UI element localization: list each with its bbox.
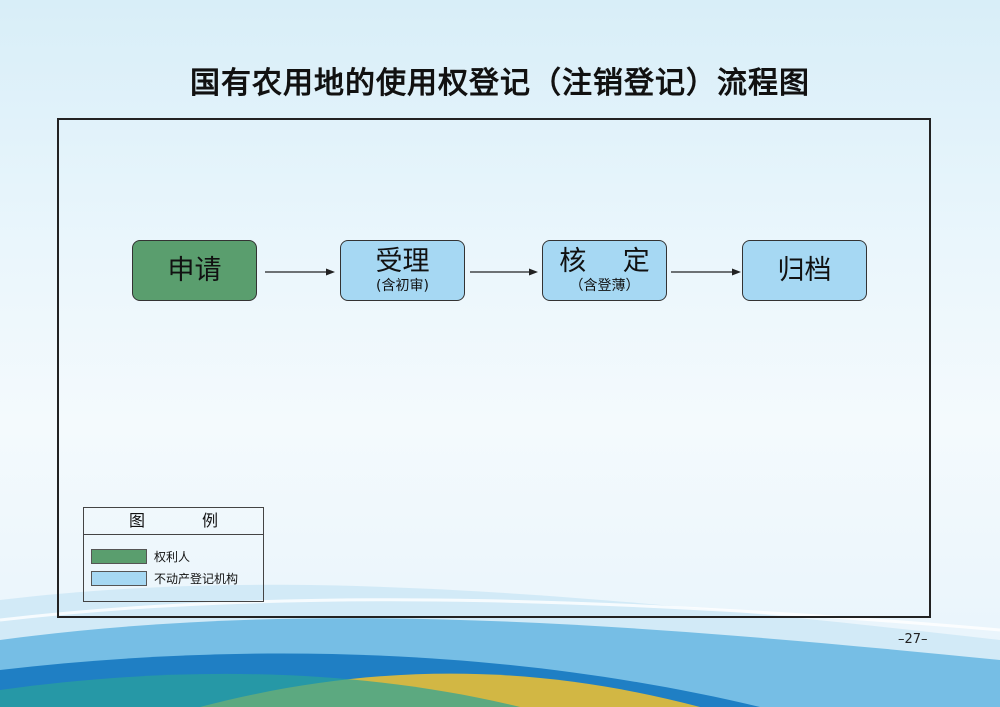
legend-label: 权利人 (154, 550, 191, 564)
arrow-2 (470, 268, 538, 276)
flowchart-frame: 申请 受理 (含初审) 核 定 （含登薄） 归档 图 例 权利人 不动产登记机构 (57, 118, 931, 618)
node-archive: 归档 (742, 240, 867, 301)
node-archive-label: 归档 (777, 254, 832, 286)
arrow-1 (265, 268, 335, 276)
node-verify-label: 核 定 (559, 246, 664, 277)
legend-item-registry: 不动产登记机构 (91, 570, 238, 587)
node-accept-label: 受理 (375, 246, 430, 277)
node-accept-sublabel: (含初审) (376, 278, 429, 294)
node-apply: 申请 (132, 240, 257, 301)
node-accept: 受理 (含初审) (340, 240, 465, 301)
node-verify: 核 定 （含登薄） (542, 240, 667, 301)
node-apply-label: 申请 (167, 254, 222, 286)
node-verify-sublabel: （含登薄） (569, 278, 640, 294)
legend-item-rights-holder: 权利人 (91, 548, 190, 565)
page-number: –27– (898, 632, 928, 647)
legend-label: 不动产登记机构 (154, 572, 239, 586)
legend-title: 图 例 (84, 508, 263, 535)
legend-swatch-blue (91, 571, 147, 586)
page-title: 国有农用地的使用权登记（注销登记）流程图 (190, 66, 810, 101)
arrow-3 (671, 268, 741, 276)
legend-swatch-green (91, 549, 147, 564)
legend: 图 例 权利人 不动产登记机构 (83, 507, 264, 602)
